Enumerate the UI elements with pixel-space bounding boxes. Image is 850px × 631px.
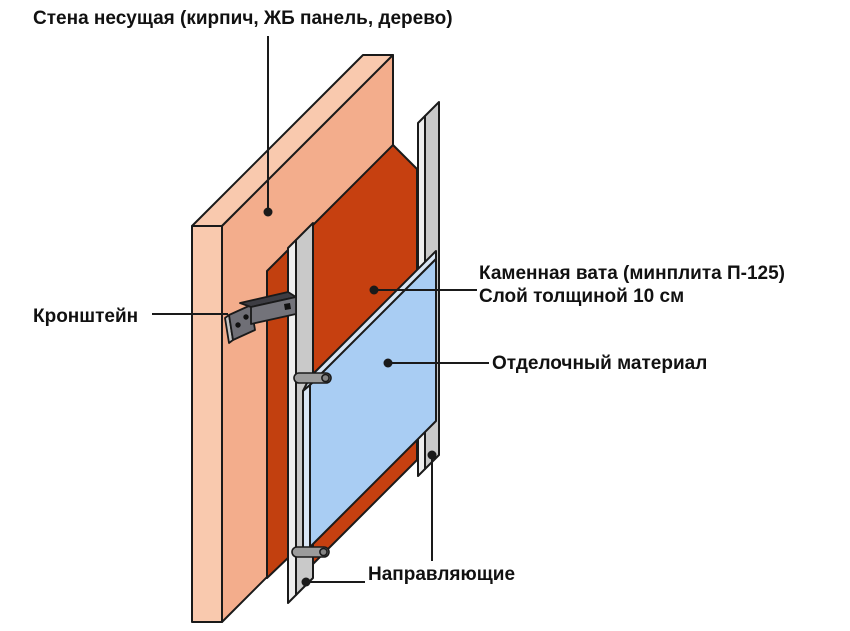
- finish-label: Отделочный материал: [492, 353, 708, 374]
- panel-left-edge: [302, 384, 311, 555]
- pin-upper-cap: [321, 373, 330, 383]
- bracket-label: Кронштейн: [33, 306, 139, 327]
- leader-lines: [152, 36, 489, 587]
- wall-end-face: [191, 225, 223, 623]
- rails-leader-dot-rear: [427, 450, 437, 460]
- finish-leader-dot: [383, 358, 393, 368]
- rails-leader-dot-front: [301, 577, 311, 587]
- fastening-pins: [291, 372, 332, 558]
- pin-lower: [291, 546, 330, 558]
- wall-label: Стена несущая (кирпич, ЖБ панель, дерево…: [33, 8, 453, 29]
- wall-leader-dot: [263, 207, 273, 217]
- panel-front-face: [309, 258, 437, 548]
- insulation-leader-dot: [369, 285, 379, 295]
- bracket-flange-face: [228, 304, 256, 341]
- bracket-arm-front-face: [250, 296, 297, 325]
- bracket: [224, 291, 297, 344]
- bracket-arm-hole: [284, 303, 291, 310]
- pin-lower-cap: [319, 547, 328, 557]
- insulation-label-line1: Каменная вата (минплита П-125): [479, 263, 785, 284]
- pin-upper: [293, 372, 332, 384]
- rails-label: Направляющие: [368, 564, 516, 585]
- insulation-label-line2: Слой толщиной 10 см: [479, 286, 685, 307]
- bracket-flange-hole: [235, 322, 241, 328]
- bracket-flange-hole: [243, 314, 249, 320]
- insulation-label: Каменная вата (минплита П-125) Слой толщ…: [479, 262, 785, 308]
